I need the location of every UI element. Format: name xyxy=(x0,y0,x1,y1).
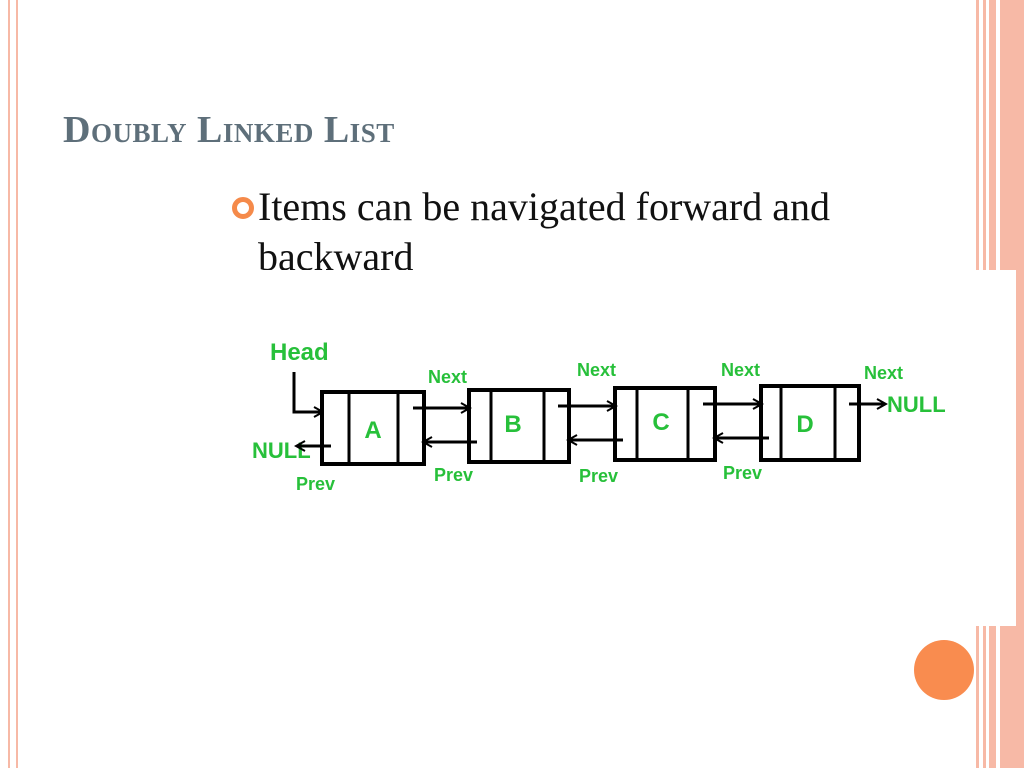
null-left-label: NULL xyxy=(252,438,311,463)
next-label: Next xyxy=(721,360,760,380)
prev-label: Prev xyxy=(723,463,762,483)
null-right-label: NULL xyxy=(887,392,946,417)
head-pointer-arrow xyxy=(292,372,322,412)
orange-circle-decoration xyxy=(914,640,974,700)
node-d: D xyxy=(759,384,861,462)
head-label: Head xyxy=(270,339,329,366)
slide-title: Doubly Linked List xyxy=(63,109,395,151)
bullet-circle-icon xyxy=(232,197,254,219)
next-label: Next xyxy=(864,363,903,383)
prev-label: Prev xyxy=(434,465,473,485)
prev-label: Prev xyxy=(579,466,618,486)
node-a: A xyxy=(320,390,426,466)
node-label: B xyxy=(504,411,521,438)
prev-label: Prev xyxy=(296,474,335,494)
next-label: Next xyxy=(577,360,616,380)
bullet-text: Items can be navigated forward and backw… xyxy=(258,184,830,279)
node-label: A xyxy=(364,417,381,444)
left-border-decoration xyxy=(8,0,18,768)
node-label: C xyxy=(652,409,669,436)
node-c: C xyxy=(613,386,717,462)
node-b: B xyxy=(467,388,571,464)
next-label: Next xyxy=(428,367,467,387)
doubly-linked-list-diagram: Head NULL A B C D xyxy=(252,339,946,494)
node-label: D xyxy=(796,411,813,438)
